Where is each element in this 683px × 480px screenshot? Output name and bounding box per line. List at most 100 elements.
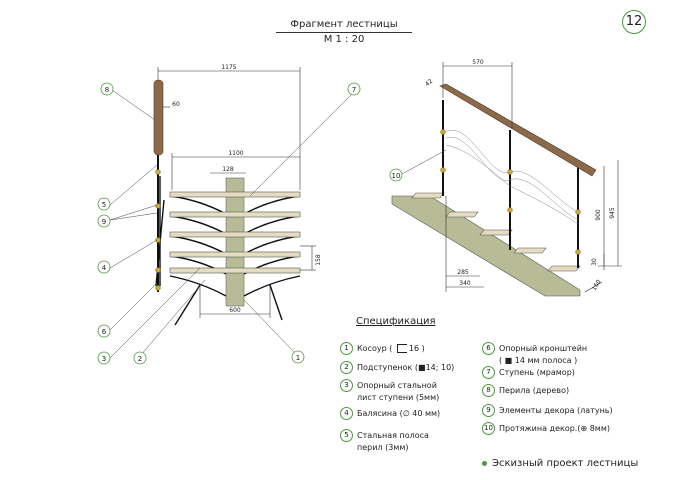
dim-900: 900 (595, 209, 602, 221)
leader (111, 89, 156, 121)
spec-num: 3 (340, 379, 353, 392)
dim-570: 570 (472, 59, 484, 66)
perspective-view (391, 62, 622, 297)
tread (411, 192, 445, 199)
tread (169, 211, 301, 218)
spec-num: 10 (482, 422, 495, 435)
perspective-treads (411, 192, 581, 272)
leader (109, 164, 158, 206)
channel-icon (396, 344, 407, 353)
callout-10-label: 10 (392, 172, 401, 180)
spec-text: 16 ) (408, 344, 425, 353)
callout-labels: 8 7 5 9 4 6 3 2 1 10 (102, 86, 401, 363)
decor-knob (507, 207, 513, 213)
spec-text: Ступень (мрамор) (499, 368, 575, 377)
decor-knob (440, 129, 446, 135)
spec-num: 2 (340, 361, 353, 374)
spec-text: Балясина (∅ 40 мм) (357, 409, 441, 418)
dim-1175: 1175 (221, 64, 236, 71)
spec-text: Опорный кронштейн (499, 344, 588, 353)
dim-600: 600 (229, 307, 241, 314)
tread (169, 251, 301, 258)
tread (513, 247, 547, 254)
dim-285: 285 (457, 269, 469, 276)
tread (169, 191, 301, 198)
dim-340: 340 (459, 280, 471, 287)
decor-knob (155, 267, 161, 273)
dim-158: 158 (315, 254, 322, 266)
callout-7 (347, 82, 361, 96)
brass-decor-front (155, 169, 161, 291)
dim-1100: 1100 (228, 150, 243, 157)
bracket-leg (174, 284, 283, 326)
decor-knob (507, 169, 513, 175)
tread (479, 229, 513, 236)
decor-knob (155, 203, 161, 209)
decor-wire (445, 144, 579, 225)
callout-6 (97, 324, 111, 338)
support-bracket (169, 275, 301, 297)
spec-title: Спецификация (356, 316, 436, 327)
drawing-title: Фрагмент лестницы М 1 : 20 (256, 18, 432, 46)
callout-10 (389, 168, 403, 182)
callout-5-label: 5 (102, 201, 106, 209)
leader (109, 239, 158, 269)
spec-text: Косоур ( (357, 344, 393, 353)
dimension-labels: 1175 60 1100 128 158 600 570 42 285 340 … (172, 59, 616, 314)
callout-7-label: 7 (352, 86, 356, 94)
dim-945: 945 (609, 207, 616, 219)
dim-42: 42 (424, 78, 434, 88)
handrail-wood (153, 79, 164, 156)
callout-2-label: 2 (138, 355, 142, 363)
spec-text: Протяжина декор.(⊕ 8мм) (499, 424, 610, 433)
callout-8 (100, 82, 114, 96)
spec-text: ( ■ 14 мм полоса ) (499, 356, 578, 365)
spec-text: Стальная полоса (357, 431, 429, 440)
title-line1: Фрагмент лестницы (290, 19, 398, 30)
footer-text: Эскизный проект лестницы (492, 458, 639, 469)
decor-knob (575, 209, 581, 215)
leader (109, 212, 158, 221)
spec-text: Опорный стальной (357, 381, 437, 390)
callout-4-label: 4 (102, 264, 107, 272)
spec-text: Подступенок (■14; 10) (357, 363, 455, 372)
leader (109, 267, 201, 359)
spec-num: 6 (482, 342, 495, 355)
tread (547, 265, 581, 272)
spec-num: 1 (340, 342, 353, 355)
spec-num: 5 (340, 429, 353, 442)
callout-3-label: 3 (102, 355, 106, 363)
bullet-icon (482, 460, 487, 466)
decor-wire (445, 137, 579, 221)
scale-label: М 1 : 20 (323, 34, 365, 45)
leader (249, 91, 355, 197)
leader (139, 279, 206, 357)
treads-group (169, 191, 301, 274)
spec-num: 7 (482, 366, 495, 379)
callout-4 (97, 260, 111, 274)
stringer-column (225, 177, 245, 307)
perspective-handrail (439, 83, 597, 177)
callout-8-label: 8 (105, 86, 109, 94)
decor-knob (440, 167, 446, 173)
spec-text: перил (3мм) (357, 443, 409, 452)
perspective-dims (442, 62, 622, 293)
spec-item-5: 5 Стальная полоса перил (3мм) (340, 429, 429, 453)
callout-5 (97, 197, 111, 211)
spec-item-7: 7 Ступень (мрамор) (482, 366, 575, 379)
leader (109, 282, 158, 331)
tread (445, 211, 479, 218)
callout-9 (97, 214, 111, 228)
dim-line-160 (584, 281, 603, 293)
stringer-plate (391, 195, 581, 297)
spec-text: Элементы декора (латунь) (499, 406, 613, 415)
callout-2 (133, 351, 147, 365)
tread (169, 267, 301, 274)
decor-knob (575, 249, 581, 255)
spec-item-1: 1 Косоур ( 16 ) (340, 342, 425, 355)
spec-num: 4 (340, 407, 353, 420)
leader (243, 299, 297, 355)
